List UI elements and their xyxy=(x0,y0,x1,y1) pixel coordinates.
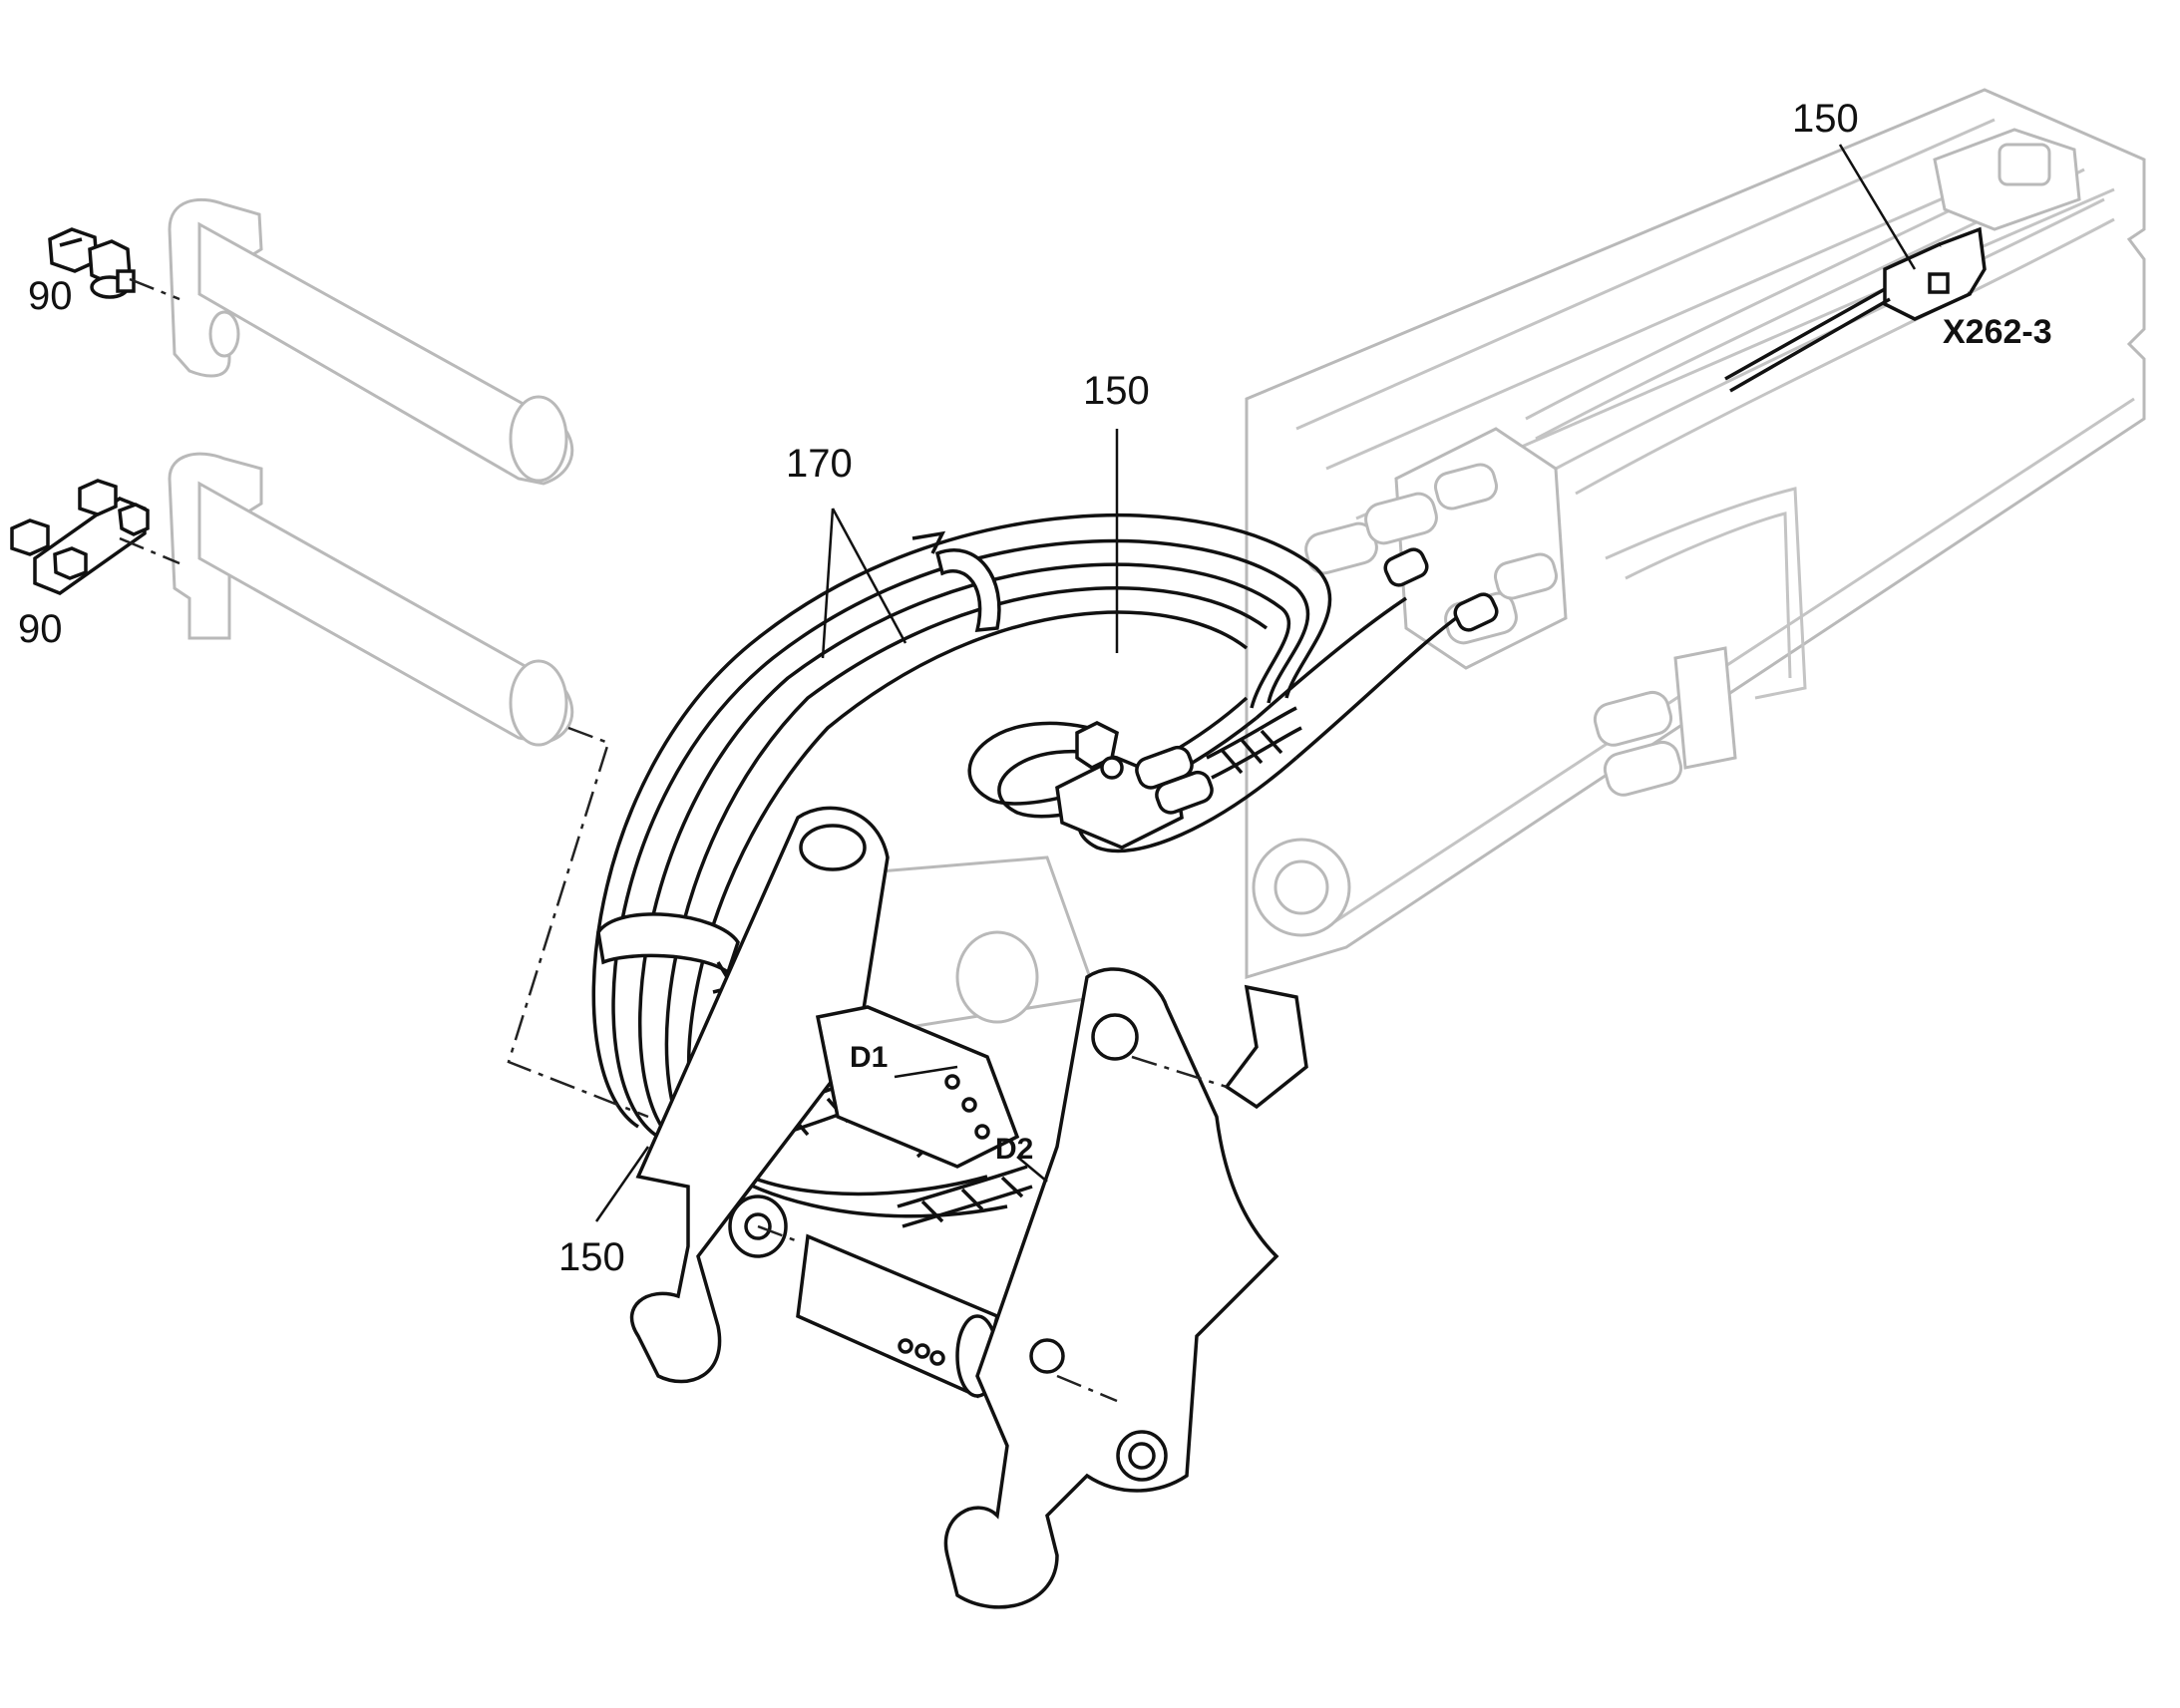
cable-tie-lower xyxy=(596,912,740,994)
callout-170: 170 xyxy=(786,442,853,486)
callout-150-bottom: 150 xyxy=(558,1235,625,1279)
callout-150-center: 150 xyxy=(1083,369,1150,413)
cable-tie-upper xyxy=(911,530,1001,632)
callout-150-top-right: 150 xyxy=(1792,97,1859,141)
bolt-set-upper xyxy=(48,227,136,299)
port-label-d2: D2 xyxy=(995,1133,1033,1166)
leader-lines xyxy=(594,144,1917,1222)
connector-label: X262-3 xyxy=(1943,313,2052,351)
callout-90-upper: 90 xyxy=(28,274,73,318)
port-label-d1: D1 xyxy=(850,1041,888,1074)
upper-pin xyxy=(168,197,574,486)
bolt-set-lower xyxy=(10,479,150,595)
lower-pin xyxy=(168,452,574,747)
hose-clamp xyxy=(1055,547,1499,850)
center-lines xyxy=(119,277,1228,1403)
boom-pivot xyxy=(1252,838,1351,937)
connector-x262-3 xyxy=(1724,226,1987,393)
callout-90-lower: 90 xyxy=(18,607,63,651)
